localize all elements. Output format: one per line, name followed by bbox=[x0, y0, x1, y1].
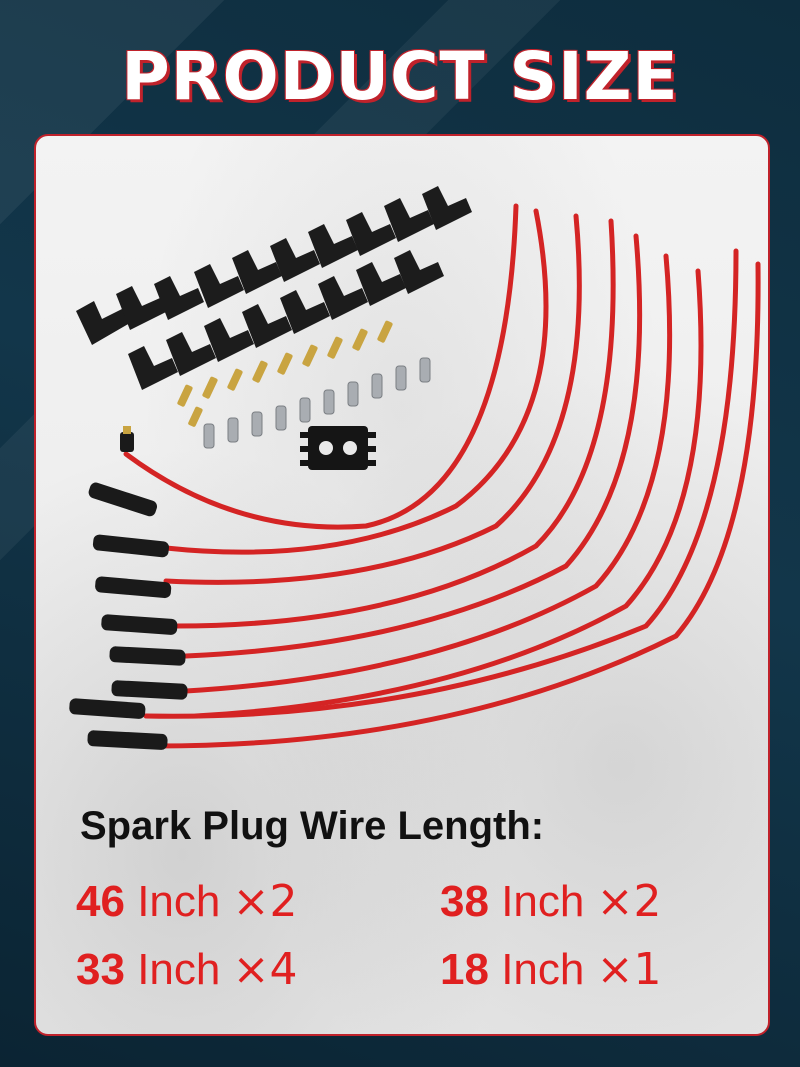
l-boot bbox=[422, 186, 472, 230]
plug-boot bbox=[88, 482, 158, 517]
coil-connector bbox=[120, 426, 134, 452]
l-boot bbox=[394, 250, 444, 294]
plug-boot bbox=[92, 534, 169, 558]
spec-unit: Inch bbox=[501, 945, 585, 994]
terminal bbox=[302, 344, 318, 367]
wire bbox=[193, 268, 704, 719]
terminal bbox=[275, 405, 287, 431]
l-boot bbox=[308, 224, 358, 268]
wire bbox=[163, 208, 549, 555]
terminal bbox=[251, 411, 263, 437]
terminal bbox=[347, 381, 359, 407]
plug-boots bbox=[69, 482, 188, 750]
wire bbox=[163, 213, 582, 585]
terminal bbox=[227, 368, 243, 391]
silver-terminals bbox=[203, 357, 431, 449]
spec-33-inch: 33 Inch ×4 bbox=[76, 944, 297, 995]
plug-boot bbox=[69, 698, 146, 719]
spec-quantity: ×2 bbox=[596, 876, 662, 927]
terminal bbox=[395, 365, 407, 391]
spec-unit: Inch bbox=[137, 877, 221, 926]
product-panel: Spark Plug Wire Length: 46 Inch ×2 38 In… bbox=[34, 134, 770, 1036]
spec-length: 46 bbox=[76, 877, 125, 926]
wire bbox=[153, 261, 761, 749]
spec-46-inch: 46 Inch ×2 bbox=[76, 876, 297, 927]
wire-length-caption: Spark Plug Wire Length: bbox=[80, 804, 545, 848]
l-boot bbox=[318, 276, 368, 320]
wire-group bbox=[123, 203, 761, 749]
l-boot bbox=[270, 238, 320, 282]
spec-quantity: ×2 bbox=[232, 876, 298, 927]
terminal bbox=[277, 352, 293, 375]
terminal bbox=[252, 360, 268, 383]
spec-18-inch: 18 Inch ×1 bbox=[440, 944, 661, 995]
l-boot bbox=[166, 332, 216, 376]
terminal bbox=[227, 417, 239, 443]
l-boot bbox=[128, 346, 178, 390]
terminal bbox=[203, 423, 215, 449]
plug-boot bbox=[87, 730, 168, 750]
spec-quantity: ×1 bbox=[596, 944, 662, 995]
plug-boot bbox=[109, 646, 186, 666]
l-boot bbox=[204, 318, 254, 362]
page-title: PRODUCT SIZE bbox=[121, 38, 679, 115]
plug-boot bbox=[111, 680, 188, 700]
terminal bbox=[202, 376, 218, 399]
wire bbox=[143, 248, 739, 719]
terminal bbox=[299, 397, 311, 423]
spark-plug-wire-set-image bbox=[69, 186, 761, 750]
terminal bbox=[377, 320, 393, 343]
wire bbox=[173, 218, 616, 629]
terminal bbox=[188, 406, 203, 427]
terminal bbox=[177, 384, 193, 407]
spec-unit: Inch bbox=[501, 877, 585, 926]
terminal bbox=[323, 389, 335, 415]
terminal bbox=[371, 373, 383, 399]
l-boot bbox=[346, 212, 396, 256]
wire bbox=[183, 233, 643, 659]
terminal bbox=[419, 357, 431, 383]
wire bbox=[183, 253, 673, 694]
wire-separator bbox=[300, 426, 376, 470]
l-boot bbox=[154, 276, 204, 320]
l-boot bbox=[242, 304, 292, 348]
l-boot bbox=[232, 250, 282, 294]
brass-terminals bbox=[177, 320, 393, 427]
spec-length: 38 bbox=[440, 877, 489, 926]
spec-length: 18 bbox=[440, 945, 489, 994]
plug-boot bbox=[101, 614, 178, 635]
spec-unit: Inch bbox=[137, 945, 221, 994]
terminal bbox=[327, 336, 343, 359]
l-boot bbox=[280, 290, 330, 334]
spec-length: 33 bbox=[76, 945, 125, 994]
l-boot bbox=[356, 262, 406, 306]
wire bbox=[123, 203, 519, 530]
terminal bbox=[352, 328, 368, 351]
spec-38-inch: 38 Inch ×2 bbox=[440, 876, 661, 927]
l-boot bbox=[194, 264, 244, 308]
l-boot bbox=[116, 286, 166, 330]
l-boot bbox=[76, 301, 130, 345]
distributor-boots bbox=[76, 186, 472, 390]
spec-quantity: ×4 bbox=[232, 944, 298, 995]
plug-boot bbox=[95, 576, 172, 599]
l-boot bbox=[384, 198, 434, 242]
